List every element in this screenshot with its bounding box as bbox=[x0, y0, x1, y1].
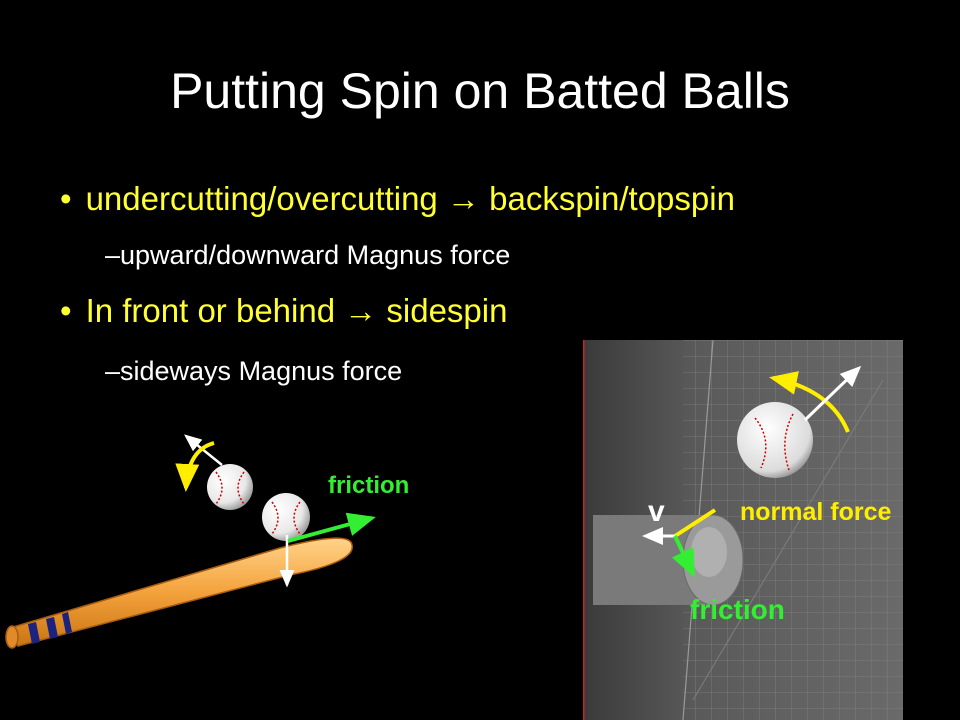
friction-label-left: friction bbox=[328, 472, 410, 499]
normal-force-label: normal force bbox=[740, 498, 892, 526]
bat-end-cylinder bbox=[593, 514, 744, 606]
bullet-2: • In front or behind → sidespin bbox=[60, 292, 507, 330]
bullet-dot: • bbox=[60, 180, 72, 217]
photo-normal-axis-arrow bbox=[803, 365, 862, 422]
sub-bullet-2: –sideways Magnus force bbox=[105, 356, 403, 386]
baseball-upper bbox=[207, 464, 253, 510]
bat-ball-diagram bbox=[5, 434, 376, 649]
photo-illustration bbox=[583, 340, 903, 720]
bullet-1: • undercutting/overcutting → backspin/top… bbox=[60, 180, 735, 218]
baseball-lower bbox=[262, 493, 310, 541]
friction-arrow-photo bbox=[671, 535, 695, 578]
friction-arrow bbox=[287, 512, 376, 543]
slide-title: Putting Spin on Batted Balls bbox=[170, 63, 790, 119]
normal-force-arrow-photo bbox=[673, 508, 717, 538]
spin-arrow bbox=[175, 441, 215, 492]
sub-bullet-1: –upward/downward Magnus force bbox=[105, 240, 511, 270]
photo-panel bbox=[583, 340, 903, 720]
bat-grip-tape bbox=[28, 612, 72, 644]
photo-baseball bbox=[737, 402, 813, 478]
velocity-label: v bbox=[648, 495, 665, 528]
bullet-1-text: undercutting/overcutting → backspin/tops… bbox=[85, 180, 735, 217]
friction-label-photo: friction bbox=[690, 594, 785, 625]
bullet-dot: • bbox=[60, 292, 72, 329]
photo-spin-arrow bbox=[769, 371, 850, 433]
baseball-bat bbox=[5, 537, 353, 649]
bullet-2-text: In front or behind → sidespin bbox=[85, 292, 508, 329]
spin-axis-arrow bbox=[184, 434, 223, 466]
